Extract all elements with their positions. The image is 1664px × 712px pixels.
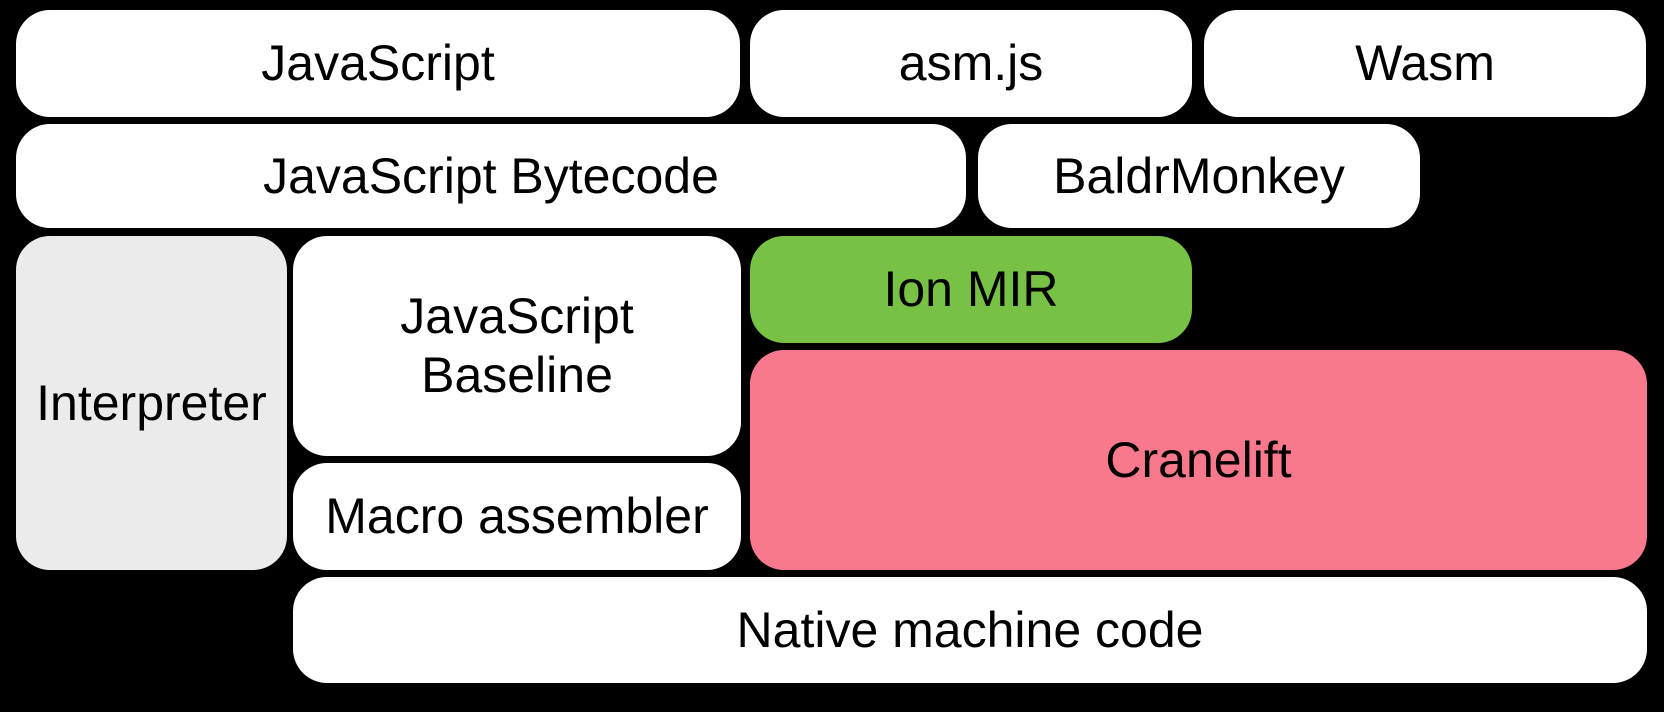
box-macro-assembler-label: Macro assembler	[325, 488, 709, 544]
box-ion-mir-label: Ion MIR	[883, 261, 1059, 317]
box-interpreter-label: Interpreter	[36, 374, 267, 431]
box-baldrmonkey-label: BaldrMonkey	[1053, 147, 1345, 204]
box-javascript-bytecode: JavaScript Bytecode	[16, 124, 966, 228]
box-cranelift-label: Cranelift	[1105, 431, 1292, 488]
box-javascript-bytecode-label: JavaScript Bytecode	[263, 147, 719, 204]
box-native-machine-code: Native machine code	[293, 577, 1647, 683]
box-javascript: JavaScript	[16, 10, 740, 117]
box-wasm: Wasm	[1204, 10, 1646, 117]
box-javascript-baseline: JavaScript Baseline	[293, 236, 741, 456]
box-native-machine-code-label: Native machine code	[736, 601, 1204, 658]
box-wasm-label: Wasm	[1355, 35, 1495, 91]
box-macro-assembler: Macro assembler	[293, 463, 741, 570]
box-interpreter: Interpreter	[16, 236, 287, 570]
box-cranelift: Cranelift	[750, 350, 1647, 570]
box-javascript-label: JavaScript	[261, 35, 495, 91]
box-javascript-baseline-label: JavaScript Baseline	[400, 288, 634, 403]
box-ion-mir: Ion MIR	[750, 236, 1192, 343]
box-asmjs: asm.js	[750, 10, 1192, 117]
box-asmjs-label: asm.js	[898, 35, 1044, 91]
box-baldrmonkey: BaldrMonkey	[978, 124, 1420, 228]
